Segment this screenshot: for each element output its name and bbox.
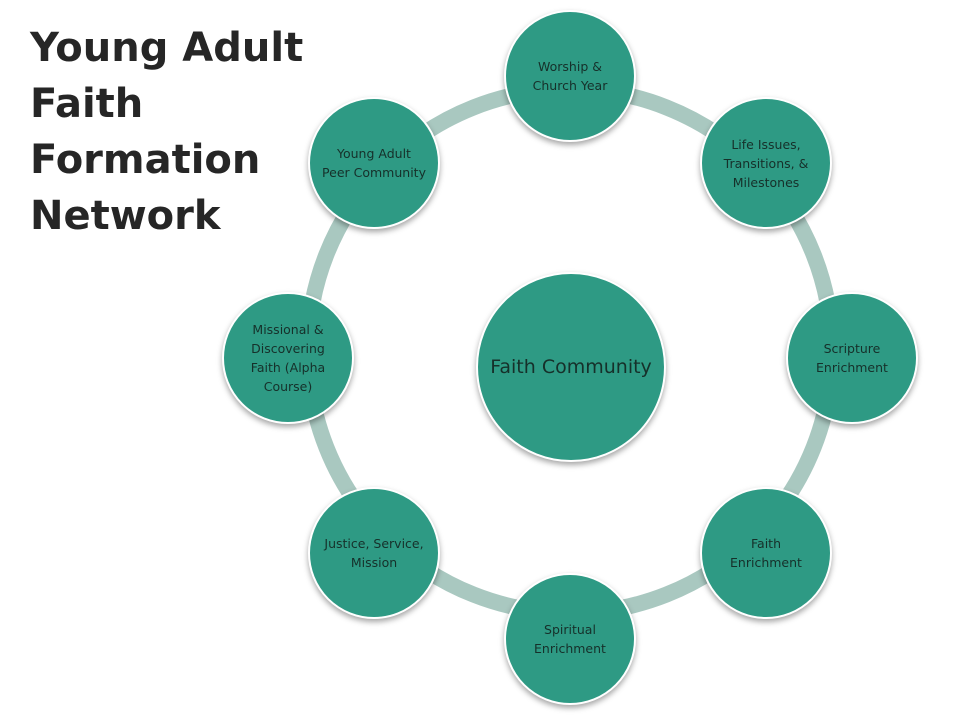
node-life-issues: Life Issues, Transitions, & Milestones — [700, 97, 832, 229]
title-line: Formation — [30, 137, 261, 183]
node-label: Faith Enrichment — [730, 536, 802, 570]
node-label: Young Adult Peer Community — [322, 146, 426, 180]
node-label: Scripture Enrichment — [816, 341, 888, 375]
title-line: Network — [30, 193, 221, 239]
node-scripture: Scripture Enrichment — [786, 292, 918, 424]
node-label: Spiritual Enrichment — [534, 622, 606, 656]
node-spiritual: Spiritual Enrichment — [504, 573, 636, 705]
node-worship: Worship & Church Year — [504, 10, 636, 142]
center-node: Faith Community — [476, 272, 666, 462]
node-missional: Missional & Discovering Faith (Alpha Cou… — [222, 292, 354, 424]
node-label: Missional & Discovering Faith (Alpha Cou… — [250, 322, 326, 394]
slide-title: Young Adult Faith Formation Network — [30, 20, 310, 244]
node-label: Life Issues, Transitions, & Milestones — [723, 136, 809, 190]
node-justice: Justice, Service, Mission — [308, 487, 440, 619]
title-line: Faith — [30, 81, 144, 127]
center-node-label: Faith Community — [490, 356, 652, 378]
node-peer-community: Young Adult Peer Community — [308, 97, 440, 229]
node-label: Worship & Church Year — [532, 59, 608, 93]
title-line: Young Adult — [30, 25, 304, 71]
node-label: Justice, Service, Mission — [324, 536, 424, 570]
node-faith-enrichment: Faith Enrichment — [700, 487, 832, 619]
